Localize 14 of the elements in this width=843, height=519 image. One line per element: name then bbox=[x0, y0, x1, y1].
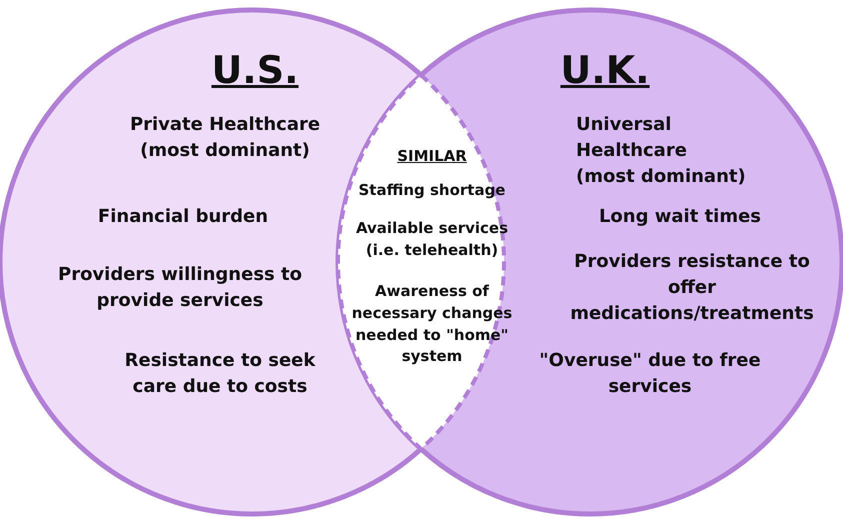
list-item: Providers resistance to offer medications/treatments bbox=[569, 250, 815, 326]
list-item: Long wait times bbox=[598, 205, 762, 229]
list-item: Staffing shortage bbox=[358, 180, 506, 201]
list-item: Universal Healthcare (most dominant) bbox=[576, 113, 747, 190]
heading: U.S. bbox=[210, 50, 300, 92]
list-item: Available services (i.e. telehealth) bbox=[354, 218, 510, 261]
list-item: Providers willingness to provide services bbox=[57, 263, 303, 314]
heading: SIMILAR bbox=[396, 148, 468, 164]
list-item: Awareness of necessary changes needed to "home" system bbox=[350, 281, 514, 368]
list-item: Private Healthcare (most dominant) bbox=[128, 113, 322, 164]
heading: U.K. bbox=[559, 50, 651, 92]
list-item: Resistance to seek care due to costs bbox=[124, 349, 316, 400]
list-item: "Overuse" due to free services bbox=[538, 349, 762, 400]
list-item: Financial burden bbox=[96, 205, 270, 229]
